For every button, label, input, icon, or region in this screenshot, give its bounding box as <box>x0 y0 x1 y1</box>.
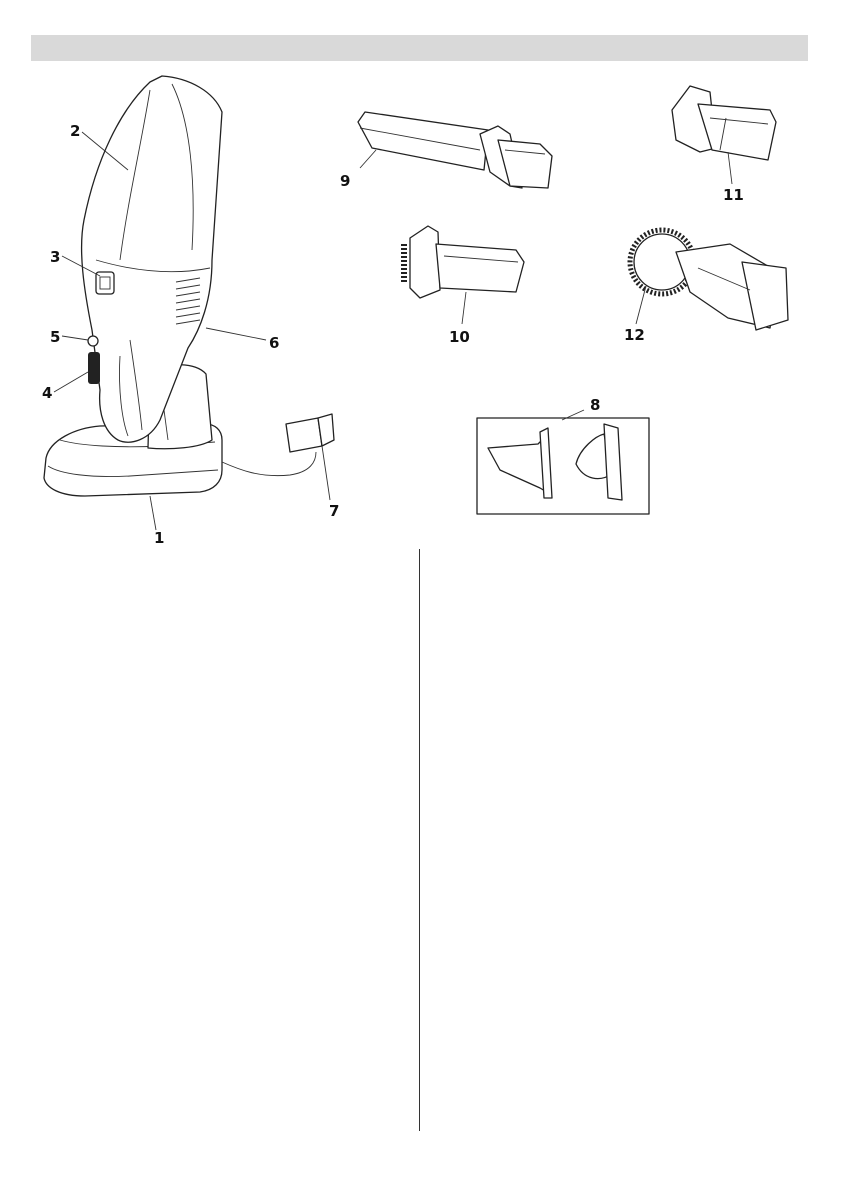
callout-4: 4 <box>42 384 52 402</box>
power-switch <box>88 352 100 384</box>
callout-9: 9 <box>340 172 350 190</box>
callout-6: 6 <box>269 334 279 352</box>
indicator-light <box>88 336 98 346</box>
callout-10: 10 <box>449 328 470 346</box>
callout-7: 7 <box>329 502 339 520</box>
callout-3: 3 <box>50 248 60 266</box>
filter-set <box>477 410 649 514</box>
round-brush <box>404 226 524 324</box>
callout-2: 2 <box>70 122 80 140</box>
crevice-tool <box>358 112 552 188</box>
product-illustration: 2 3 5 4 6 7 1 9 11 10 12 8 <box>0 0 841 560</box>
callout-1: 1 <box>154 529 164 547</box>
column-divider <box>419 549 420 1131</box>
wide-nozzle <box>672 86 776 184</box>
callout-12: 12 <box>624 326 645 344</box>
callout-5: 5 <box>50 328 60 346</box>
callout-11: 11 <box>723 186 744 204</box>
charging-adapter <box>286 414 334 452</box>
callout-8: 8 <box>590 396 600 414</box>
vacuum-drawing <box>44 76 334 530</box>
rotating-brush <box>630 230 788 330</box>
